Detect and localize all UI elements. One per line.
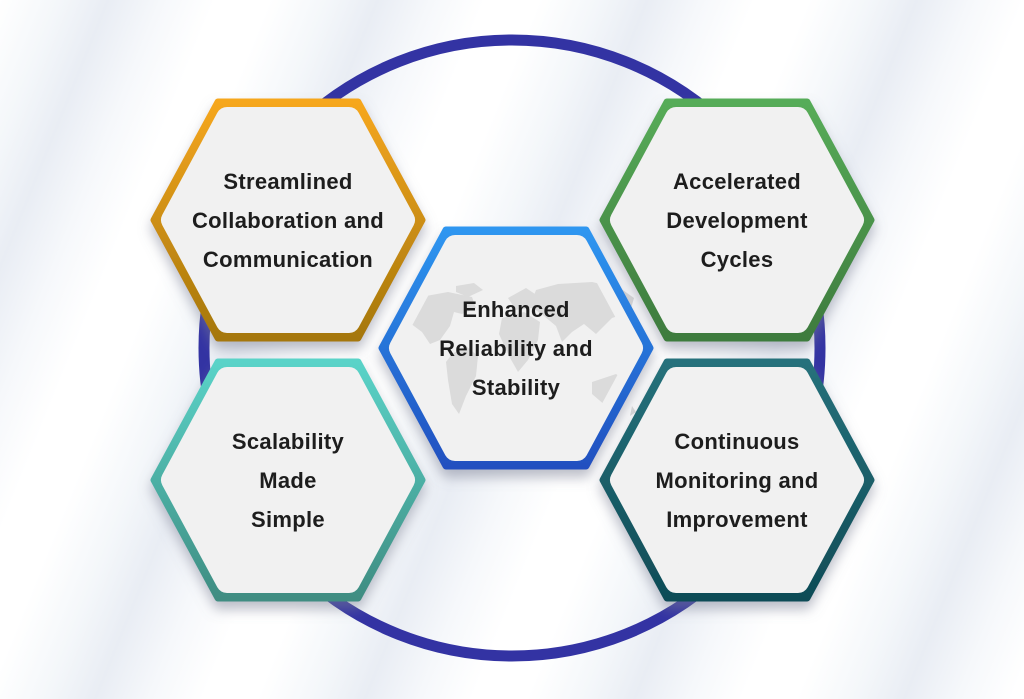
connector-circle-ring <box>198 34 826 662</box>
hexagon-fill <box>610 367 864 593</box>
hexagon-fill <box>161 107 415 333</box>
hexagon-tile-scalability-made-simple <box>150 358 426 602</box>
hexagon-tile-streamlined-collaboration <box>150 98 426 342</box>
hexagon-fill <box>161 367 415 593</box>
hexagon-tile-continuous-monitoring <box>599 358 875 602</box>
hexagon-fill <box>610 107 864 333</box>
hexagon-tile-accelerated-development <box>599 98 875 342</box>
